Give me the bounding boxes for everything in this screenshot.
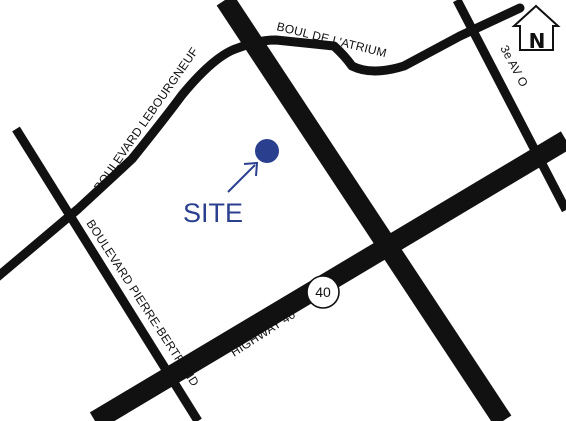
label-autoroute-laurentienne: AUTOROUTE LAURENTIENNE [282, 82, 389, 237]
road-boulevard-lebourgneuf [0, 3, 525, 281]
label-boulevard-pierre-bertrand: BOULEVARD PIERRE-BERTRAND [83, 217, 202, 389]
shield-number: 40 [315, 284, 331, 300]
site-marker: SITE [183, 139, 279, 228]
road-3e-av-o [453, 0, 566, 213]
site-arrow-head [243, 161, 259, 177]
road-boulevard-pierre-bertrand [12, 126, 202, 421]
label-boulevard-lebourgneuf: BOULEVARD LEBOURGNEUF [91, 45, 201, 194]
road-autoroute-laurentienne [216, 0, 512, 421]
north-letter: N [529, 29, 546, 53]
highway-40-shield: 40 [306, 275, 340, 309]
site-arrow-icon [227, 164, 256, 193]
north-arrow-icon: N [511, 4, 561, 53]
site-dot [255, 139, 279, 163]
site-label: SITE [183, 198, 243, 228]
